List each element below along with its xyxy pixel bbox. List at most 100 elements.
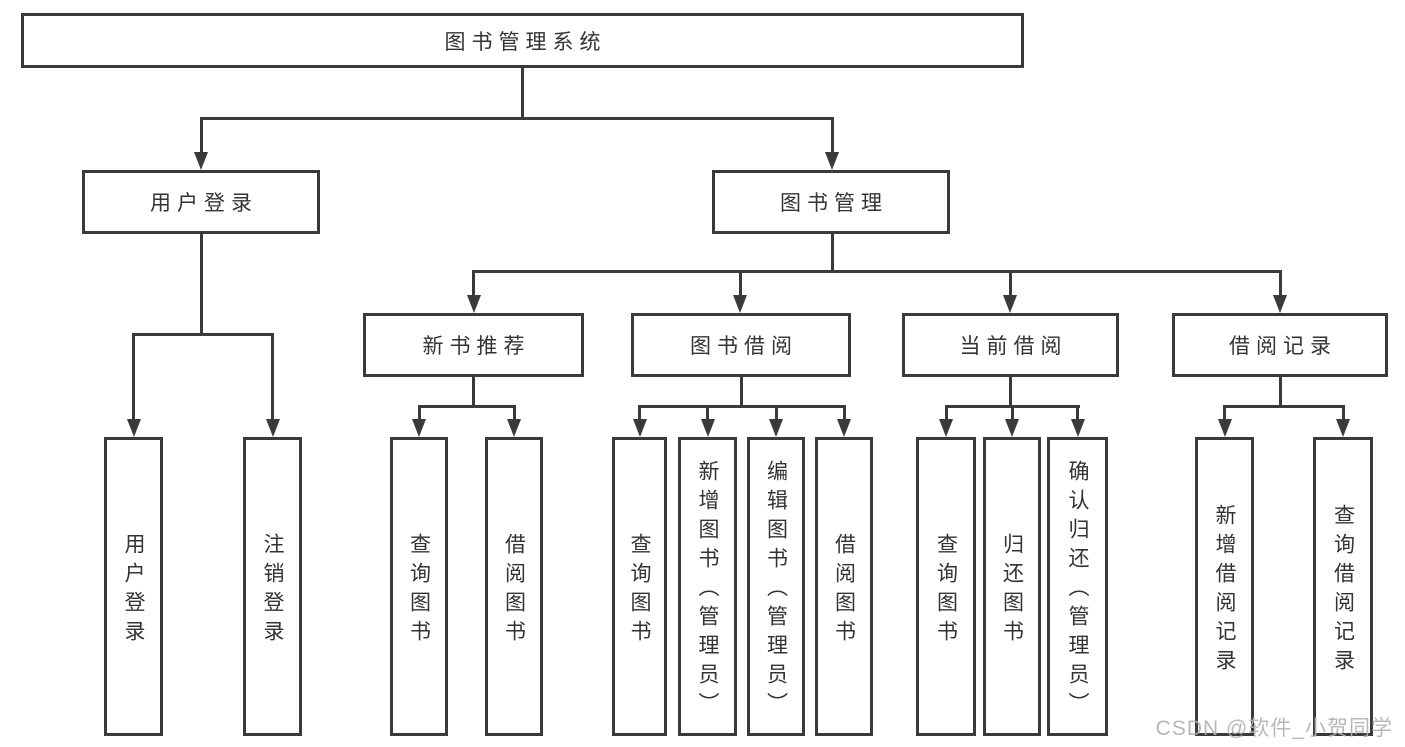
leaf-return-book: 归还图书 <box>983 437 1041 736</box>
leaf-add-book-admin: 新增图书（管理员） <box>678 437 737 736</box>
leaf-label: 借阅图书 <box>832 532 856 649</box>
connector-root-rail <box>199 116 834 120</box>
node-user-login: 用户登录 <box>82 170 320 234</box>
down-arrow-icon <box>1217 419 1232 437</box>
connector-user-login-stem <box>199 234 203 334</box>
connector-new-rec-stem <box>472 377 475 406</box>
leaf-label: 确认归还（管理员） <box>1066 460 1089 721</box>
node-new-book-recommend: 新书推荐 <box>363 313 584 377</box>
stem <box>830 118 834 152</box>
down-arrow-icon <box>1003 295 1017 313</box>
stem <box>1008 271 1012 295</box>
connector-user-login-rail <box>132 332 274 336</box>
leaf-label: 查询图书 <box>628 532 651 649</box>
leaf-label: 新增借阅记录 <box>1213 503 1236 678</box>
stem <box>472 271 475 295</box>
connector-book-borrow-rail <box>638 404 846 408</box>
connector-arrow <box>1070 406 1085 437</box>
leaf-label: 查询借阅记录 <box>1331 503 1355 678</box>
connector-arrow <box>700 406 715 437</box>
connector-arrow <box>939 406 953 437</box>
connector-arrow <box>837 406 851 437</box>
stem <box>1076 406 1079 419</box>
stem <box>512 406 516 419</box>
node-borrow-records: 借阅记录 <box>1172 313 1388 377</box>
connector-root-stem <box>521 68 524 118</box>
leaf-confirm-return-admin: 确认归还（管理员） <box>1047 437 1108 736</box>
connector-arrow <box>1273 271 1287 313</box>
connector-arrow <box>632 406 647 437</box>
down-arrow-icon <box>194 152 208 170</box>
leaf-user-login: 用户登录 <box>104 437 163 736</box>
stem <box>199 118 203 152</box>
stem <box>944 406 948 419</box>
connector-arrow <box>466 271 481 313</box>
node-label: 借阅记录 <box>1229 335 1337 358</box>
down-arrow-icon <box>769 419 783 437</box>
stem <box>1223 406 1226 419</box>
leaf-label: 编辑图书（管理员） <box>764 460 788 721</box>
stem <box>1278 271 1282 295</box>
down-arrow-icon <box>1005 419 1019 437</box>
leaf-label: 查询图书 <box>934 532 958 649</box>
connector-book-borrow-stem <box>739 377 743 406</box>
leaf-label: 查询图书 <box>407 532 431 649</box>
node-label: 图书管理 <box>780 192 888 215</box>
node-label: 当前借阅 <box>959 335 1068 358</box>
leaf-label: 注销登录 <box>261 532 284 649</box>
leaf-label: 借阅图书 <box>502 532 526 649</box>
leaf-logout: 注销登录 <box>243 437 302 736</box>
connector-arrow <box>825 118 839 170</box>
down-arrow-icon <box>939 419 953 437</box>
node-label: 新书推荐 <box>422 335 531 358</box>
node-label: 图书借阅 <box>690 335 798 358</box>
leaf-label: 归还图书 <box>1000 532 1024 649</box>
connector-arrow <box>265 334 280 437</box>
stem <box>1341 406 1345 419</box>
down-arrow-icon <box>1070 419 1085 437</box>
leaf-query-books-3: 查询图书 <box>916 437 976 736</box>
node-library-system: 图书管理系统 <box>21 13 1024 68</box>
connector-book-mgmt-rail <box>472 269 1282 273</box>
connector-new-rec-rail <box>417 404 516 408</box>
stem <box>417 406 421 419</box>
stem <box>842 406 846 419</box>
stem <box>638 406 641 419</box>
node-label: 用户登录 <box>150 192 258 215</box>
csdn-watermark: CSDN @软件_小贺同学 <box>1155 717 1393 740</box>
down-arrow-icon <box>1336 419 1350 437</box>
leaf-add-borrow-record: 新增借阅记录 <box>1195 437 1254 736</box>
node-label: 图书管理系统 <box>444 30 607 54</box>
connector-arrow <box>194 118 208 170</box>
connector-arrow <box>1003 271 1017 313</box>
node-book-management: 图书管理 <box>712 170 950 234</box>
down-arrow-icon <box>825 152 839 170</box>
down-arrow-icon <box>700 419 715 437</box>
stem <box>1010 406 1014 419</box>
down-arrow-icon <box>837 419 851 437</box>
down-arrow-icon <box>412 419 426 437</box>
down-arrow-icon <box>733 295 747 313</box>
down-arrow-icon <box>507 419 521 437</box>
leaf-label: 新增图书（管理员） <box>696 460 719 721</box>
node-book-borrow: 图书借阅 <box>631 313 851 377</box>
leaf-query-books-1: 查询图书 <box>390 437 448 736</box>
connector-current-borrow-stem <box>1009 377 1012 406</box>
connector-arrow <box>1217 406 1232 437</box>
leaf-query-books-2: 查询图书 <box>612 437 667 736</box>
connector-records-stem <box>1278 377 1282 406</box>
stem <box>774 406 778 419</box>
connector-arrow <box>769 406 783 437</box>
leaf-label: 用户登录 <box>122 532 145 649</box>
down-arrow-icon <box>632 419 647 437</box>
down-arrow-icon <box>265 419 280 437</box>
leaf-query-borrow-record: 查询借阅记录 <box>1313 437 1373 736</box>
leaf-borrow-books-2: 借阅图书 <box>815 437 873 736</box>
down-arrow-icon <box>1273 295 1287 313</box>
stem <box>706 406 709 419</box>
down-arrow-icon <box>126 419 141 437</box>
stem <box>738 271 742 295</box>
leaf-borrow-books-1: 借阅图书 <box>485 437 543 736</box>
stem <box>132 334 135 419</box>
